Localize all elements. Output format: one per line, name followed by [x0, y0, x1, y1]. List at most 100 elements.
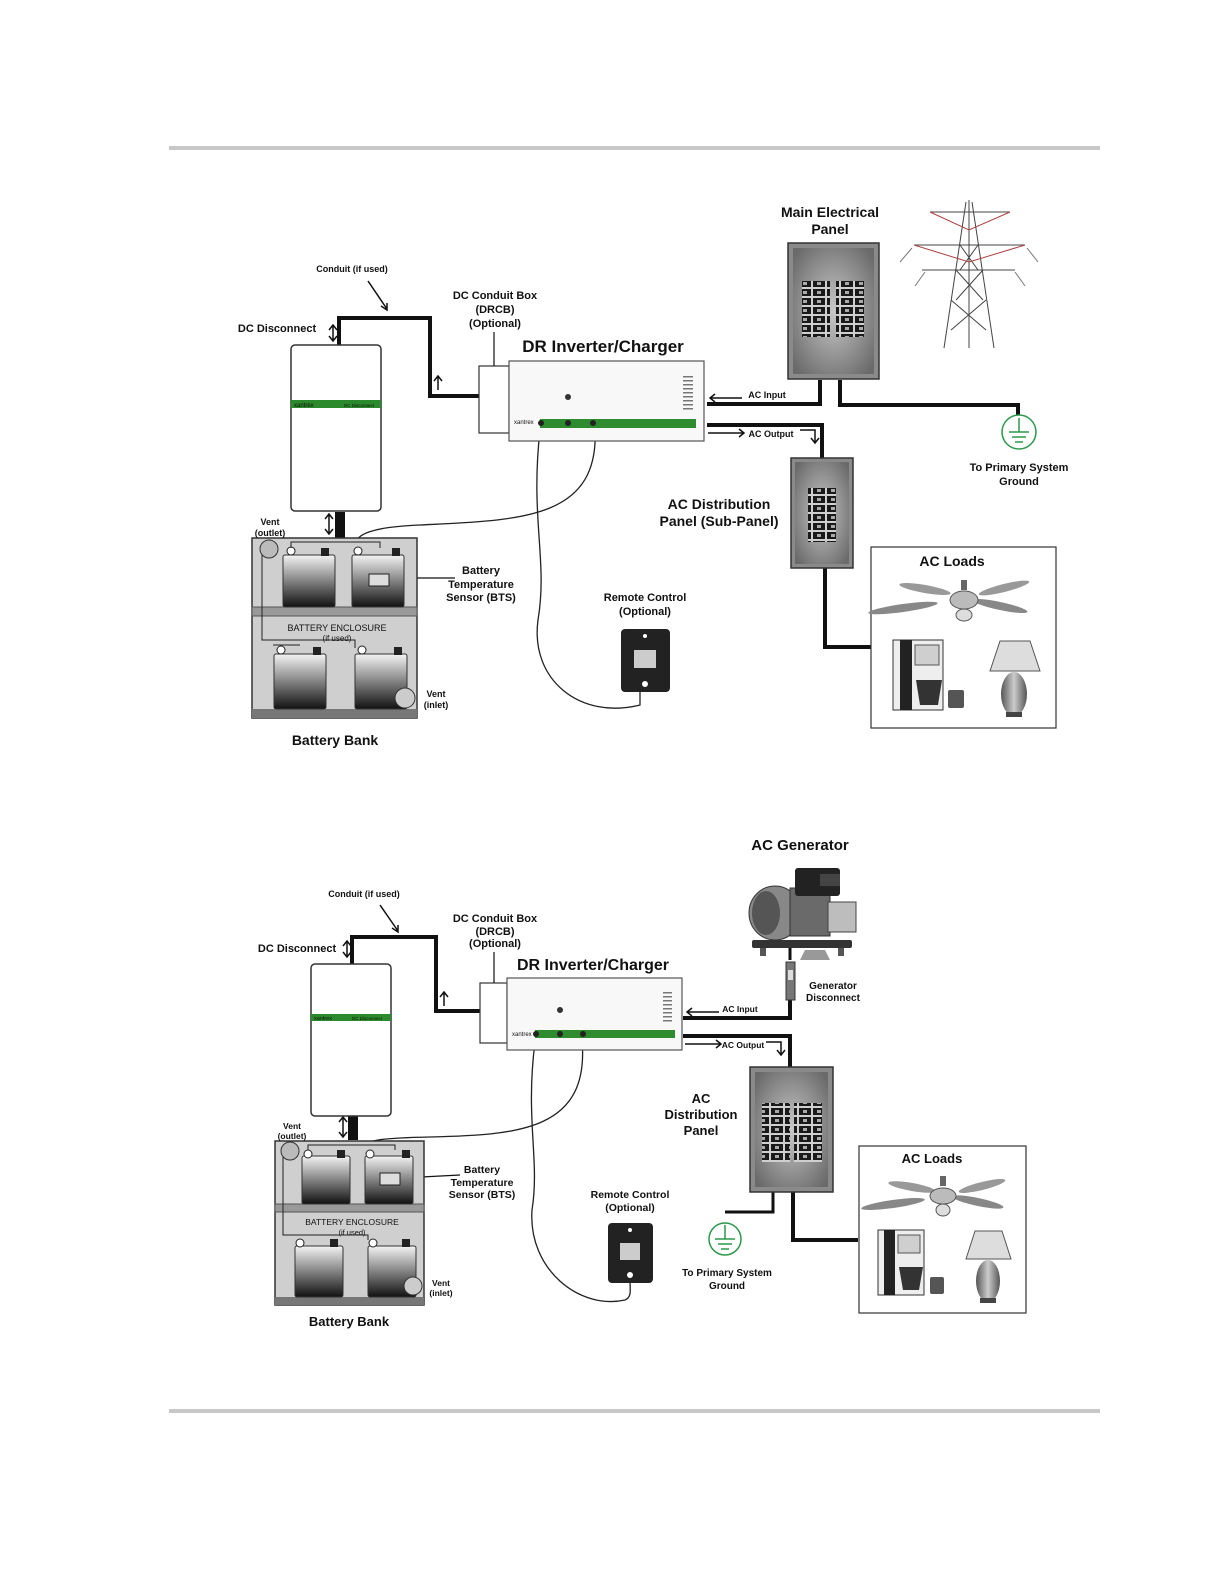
svg-text:(Optional): (Optional): [605, 1202, 655, 1214]
ac-output-label: AC Output: [749, 429, 794, 439]
vent-inlet-label: Vent: [426, 689, 445, 699]
dc-disconnect-box: [290, 344, 382, 512]
svg-text:Panel: Panel: [684, 1123, 719, 1138]
svg-text:Ground: Ground: [999, 476, 1039, 488]
enclosure-label: BATTERY ENCLOSURE: [287, 623, 386, 633]
dc-conduit-box-label: DC Conduit Box: [453, 290, 538, 302]
remote-control-panel-2: [608, 1223, 653, 1283]
generator-disconnect-icon: [785, 961, 796, 1001]
svg-text:Ground: Ground: [709, 1281, 745, 1292]
dc-conduit-box: [478, 365, 510, 434]
vent-inlet-label-2: Vent: [432, 1278, 450, 1288]
diagram-2: xantrex DC Disconnect xantrex: [258, 837, 1027, 1329]
svg-text:(outlet): (outlet): [255, 528, 286, 538]
battery-bank-label: Battery Bank: [292, 732, 379, 748]
svg-text:Temperature: Temperature: [451, 1177, 514, 1189]
loads-cable: [823, 568, 871, 649]
conduit-label-2: Conduit (if used): [328, 889, 400, 899]
bts-label: Battery: [462, 565, 501, 577]
xantrex-logo: xantrex: [294, 403, 314, 409]
ac-loads-label: AC Loads: [919, 553, 985, 569]
ground-cable-2: [725, 1192, 775, 1214]
conduit-label: Conduit (if used): [316, 264, 388, 274]
svg-text:Sensor (BTS): Sensor (BTS): [449, 1189, 516, 1201]
svg-text:(outlet): (outlet): [278, 1131, 307, 1141]
svg-text:Panel: Panel: [811, 221, 848, 237]
svg-text:(Optional): (Optional): [619, 606, 671, 618]
svg-text:(Optional): (Optional): [469, 318, 521, 330]
gen-disconnect-label: Generator: [809, 981, 857, 992]
svg-text:xantrex: xantrex: [512, 1032, 532, 1038]
primary-ground-label: To Primary System: [970, 462, 1069, 474]
ac-output-cable: [707, 423, 824, 458]
coffee-maker-icon-2: [877, 1229, 944, 1296]
svg-text:DC Disconnect: DC Disconnect: [352, 1016, 383, 1021]
svg-text:(DRCB): (DRCB): [475, 926, 514, 938]
generator-icon: [748, 868, 857, 960]
svg-text:xantrex: xantrex: [514, 420, 534, 426]
battery-bank-label-2: Battery Bank: [309, 1314, 390, 1329]
loads-cable-2: [791, 1192, 858, 1242]
svg-text:(if used): (if used): [323, 634, 352, 643]
remote-control-label: Remote Control: [604, 592, 687, 604]
svg-text:Sensor (BTS): Sensor (BTS): [446, 592, 516, 604]
remote-control-panel: [621, 629, 670, 692]
bts-label-2: Battery: [464, 1164, 500, 1176]
svg-text:(inlet): (inlet): [429, 1288, 452, 1298]
dc-conduit-box-2: [479, 982, 508, 1044]
svg-text:Temperature: Temperature: [448, 579, 514, 591]
main-panel-label: Main Electrical: [781, 204, 879, 220]
dc-disconnect-label-2: DC Disconnect: [258, 943, 337, 955]
ground-icon: [1001, 414, 1037, 450]
bts-wire: [355, 427, 596, 546]
ac-input-label-2: AC Input: [722, 1004, 758, 1014]
generator-label: AC Generator: [751, 837, 849, 854]
diagram-1: xantrex DC Disconnect xantrex: [238, 200, 1069, 748]
primary-ground-label-2: To Primary System: [682, 1268, 772, 1279]
distribution-panel-label: AC Distribution: [668, 496, 771, 512]
ac-input-cable-2: [683, 1000, 792, 1020]
svg-text:(if used): (if used): [338, 1228, 366, 1237]
distribution-panel-label-2: AC: [692, 1091, 711, 1106]
bts-wire-2: [362, 1039, 584, 1151]
remote-wire: [536, 429, 641, 709]
battery-enclosure: [251, 537, 418, 719]
inverter-charger: [508, 360, 705, 442]
vent-outlet-label: Vent: [260, 517, 279, 527]
dc-conduit-cable-2: [350, 935, 480, 1013]
top-rule: [169, 146, 1100, 150]
dc-disconnect-box-2: [310, 963, 392, 1117]
enclosure-label-2: BATTERY ENCLOSURE: [305, 1217, 399, 1227]
svg-text:(DRCB): (DRCB): [475, 304, 514, 316]
svg-text:(Optional): (Optional): [469, 938, 521, 950]
dc-conduit-cable: [337, 316, 479, 398]
svg-text:Disconnect: Disconnect: [806, 993, 861, 1004]
battery-enclosure-2: [274, 1140, 425, 1306]
svg-text:xantrex: xantrex: [314, 1016, 332, 1022]
ac-output-cable-2: [683, 1034, 792, 1067]
inverter-charger-2: [506, 977, 683, 1051]
ceiling-fan-icon: [868, 580, 1030, 622]
svg-text:(inlet): (inlet): [424, 700, 449, 710]
ac-input-cable: [707, 380, 822, 406]
svg-text:Panel (Sub-Panel): Panel (Sub-Panel): [659, 513, 778, 529]
coffee-maker-icon: [892, 639, 964, 711]
vent-outlet-label-2: Vent: [283, 1121, 301, 1131]
dc-disconnect-label: DC Disconnect: [238, 323, 317, 335]
lamp-icon-2: [965, 1230, 1012, 1303]
utility-tower-icon: [899, 200, 1039, 349]
ground-icon-2: [708, 1222, 742, 1256]
inverter-title: DR Inverter/Charger: [522, 337, 684, 356]
inverter-title-2: DR Inverter/Charger: [517, 957, 669, 974]
ceiling-fan-icon-2: [861, 1176, 1006, 1217]
remote-control-label-2: Remote Control: [591, 1189, 670, 1201]
dc-conduit-box-label-2: DC Conduit Box: [453, 913, 538, 925]
lamp-icon: [989, 640, 1041, 717]
ac-output-label-2: AC Output: [722, 1040, 765, 1050]
ac-input-label: AC Input: [748, 390, 786, 400]
svg-text:Distribution: Distribution: [665, 1107, 738, 1122]
disconnect-plate-label: DC Disconnect: [344, 403, 375, 408]
bottom-rule: [169, 1409, 1100, 1413]
ac-loads-label-2: AC Loads: [902, 1151, 963, 1166]
